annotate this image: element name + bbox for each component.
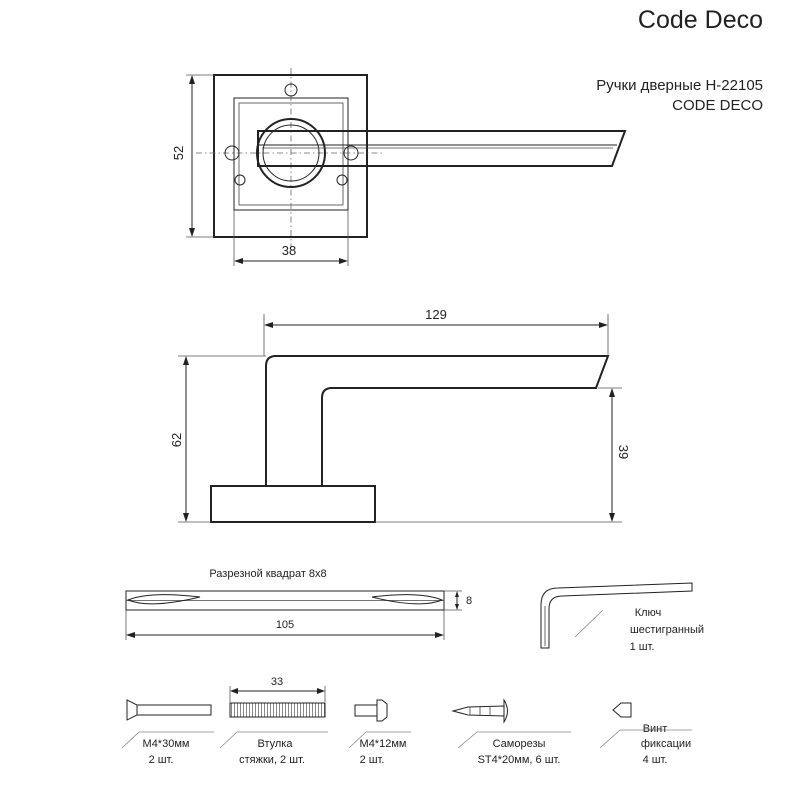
self-tapping-screw-part: Саморезы ST4*20мм, 6 шт.	[451, 698, 571, 766]
hex-key-label-line3: 1 шт.	[630, 641, 655, 653]
bolt-m4x30-label-line1: M4*30мм	[143, 738, 190, 750]
set-screw-part: Винт фиксации 4 шт.	[599, 702, 692, 766]
hex-key-part: Ключ шестигранный 1 шт.	[540, 582, 704, 653]
bolt-m4x12-head	[376, 699, 388, 722]
dim-label-39: 39	[616, 445, 631, 459]
sleeve-label-line1: Втулка	[258, 738, 294, 750]
spindle-split-right	[371, 594, 444, 605]
set-screw-label-line1: Винт	[643, 723, 668, 735]
dim-label-33: 33	[271, 676, 283, 688]
side-view: 129 62 39	[169, 307, 631, 523]
sleeve-part: 33 Втулка стяжки, 2 шт.	[219, 676, 328, 766]
top-view: 52 38	[171, 68, 627, 266]
dim-label-8: 8	[466, 595, 472, 607]
screws-label-line1: Саморезы	[493, 738, 546, 750]
dim-label-38: 38	[282, 243, 296, 258]
dim-label-62: 62	[169, 433, 184, 447]
screw-hole-left	[224, 145, 240, 161]
set-screw-label-line2: фиксации	[641, 738, 691, 750]
screw-hole-right	[343, 145, 359, 161]
screw-hole-top	[284, 83, 298, 97]
lever-neck-ring-inner	[262, 124, 320, 182]
dim-label-105: 105	[276, 619, 294, 631]
bolt-m4x12-label-line1: M4*12мм	[360, 738, 407, 750]
bolt-m4x30-head	[126, 699, 138, 721]
dim-label-52: 52	[171, 146, 186, 160]
bolt-m4x30-shank	[136, 704, 212, 716]
hex-key-label-line2: шестигранный	[630, 624, 704, 636]
product-title: Ручки дверные H-22105	[596, 77, 763, 94]
sleeve-label-line2: стяжки, 2 шт.	[239, 754, 305, 766]
screw-hole-bottom-right	[336, 174, 348, 186]
lever-arm-top-view	[257, 130, 627, 167]
spindle-label: Разрезной квадрат 8х8	[209, 568, 326, 580]
bolt-m4x12-shank	[354, 704, 378, 717]
side-rosette-base	[210, 485, 376, 523]
brand-logo: Code Deco	[638, 6, 763, 34]
bolt-m4x12-part: M4*12мм 2 шт.	[348, 699, 411, 766]
sleeve-body	[229, 702, 326, 718]
lever-profile-side-view	[265, 355, 610, 486]
spindle-part: Разрезной квадрат 8х8 8 105	[125, 568, 472, 640]
set-screw-label-line3: 4 шт.	[643, 754, 668, 766]
screw-head	[503, 698, 508, 724]
hex-key-shape	[540, 582, 693, 649]
screw-shape	[451, 705, 505, 717]
set-screw-shape	[612, 702, 632, 718]
rosette-outer	[213, 74, 368, 238]
bolt-m4x12-label-line2: 2 шт.	[360, 754, 385, 766]
screws-label-line2: ST4*20мм, 6 шт.	[478, 754, 561, 766]
product-subtitle: CODE DECO	[672, 97, 763, 114]
bolt-m4x30-part: M4*30мм 2 шт.	[121, 699, 214, 766]
screw-hole-bottom-left	[234, 174, 246, 186]
hex-key-label-line1: Ключ	[635, 607, 662, 619]
dim-label-129: 129	[425, 307, 447, 322]
spindle-split-left	[126, 594, 201, 605]
bolt-m4x30-label-line2: 2 шт.	[149, 754, 174, 766]
